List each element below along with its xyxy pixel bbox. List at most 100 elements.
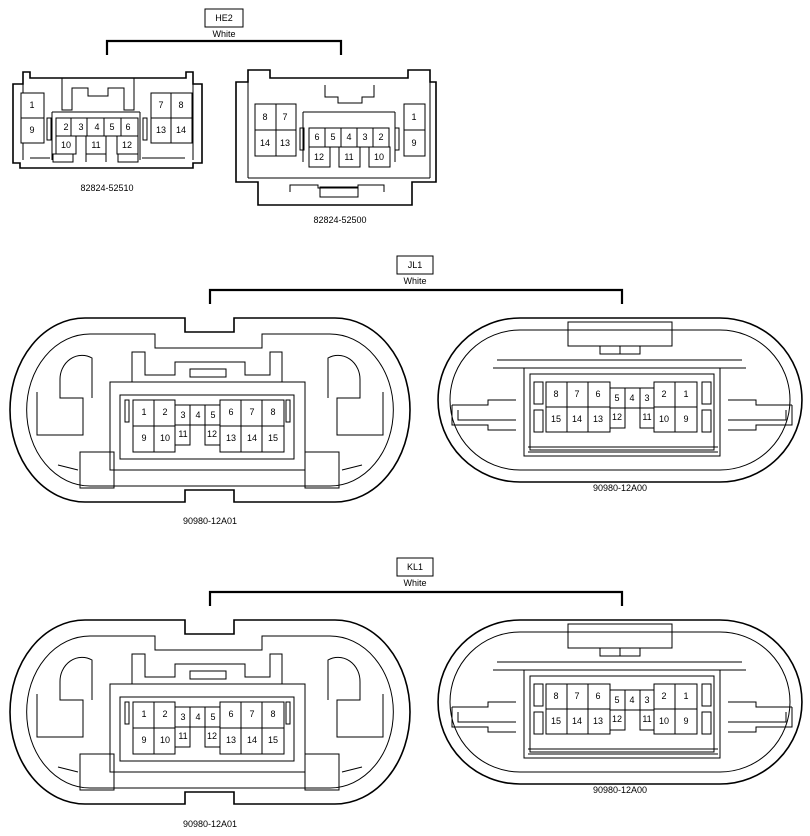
kl1-left-connector — [9, 619, 411, 805]
pin-label: 3 — [78, 122, 83, 132]
pin-label: 11 — [91, 140, 100, 150]
pin-label: 9 — [141, 735, 146, 745]
kl1-right-part-number: 90980-12A00 — [593, 785, 647, 795]
pin-label: 3 — [644, 695, 649, 705]
pin-label: 5 — [614, 695, 619, 705]
pin-label: 2 — [661, 691, 666, 701]
he2-left-part-number: 82824-52510 — [80, 183, 133, 193]
jl1-tag: JL1 — [408, 260, 423, 270]
pin-label: 5 — [210, 410, 215, 420]
pin-label: 10 — [659, 414, 669, 424]
he2-tag-box — [204, 8, 244, 28]
pin-label: 4 — [195, 712, 200, 722]
pin-label: 2 — [661, 389, 666, 399]
he2-right-connector — [235, 69, 437, 206]
pin-label: 13 — [593, 414, 603, 424]
he2-tag: HE2 — [215, 13, 233, 23]
pin-label: 11 — [178, 429, 187, 439]
pin-label: 8 — [270, 709, 275, 719]
pin-label: 14 — [572, 414, 582, 424]
pin-label: 8 — [262, 112, 267, 122]
pin-label: 7 — [249, 709, 254, 719]
kl1-right-connector — [437, 619, 803, 785]
kl1-color: White — [403, 578, 426, 588]
pin-label: 2 — [63, 122, 68, 132]
pin-label: 6 — [314, 132, 319, 142]
jl1-tag-box — [396, 255, 434, 275]
pin-label: 5 — [330, 132, 335, 142]
pin-label: 15 — [551, 414, 561, 424]
pin-label: 6 — [595, 691, 600, 701]
pin-label: 12 — [207, 429, 217, 439]
pin-label: 1 — [683, 389, 688, 399]
pin-label: 11 — [642, 714, 651, 724]
he2-left-connector — [12, 71, 203, 169]
pin-label: 10 — [374, 152, 384, 162]
pin-label: 11 — [178, 731, 187, 741]
pin-label: 9 — [411, 138, 416, 148]
pin-label: 5 — [614, 393, 619, 403]
pin-label: 2 — [378, 132, 383, 142]
pin-label: 9 — [683, 414, 688, 424]
jl1-right-connector — [437, 317, 803, 483]
pin-label: 10 — [160, 433, 170, 443]
pin-label: 3 — [180, 410, 185, 420]
pin-label: 4 — [94, 122, 99, 132]
pin-label: 9 — [683, 716, 688, 726]
pin-label: 11 — [344, 152, 353, 162]
pin-label: 6 — [595, 389, 600, 399]
jl1-bracket — [208, 288, 624, 304]
pin-label: 13 — [226, 735, 236, 745]
he2-color: White — [212, 29, 235, 39]
pin-label: 13 — [156, 125, 166, 135]
pin-label: 6 — [228, 407, 233, 417]
pin-label: 6 — [228, 709, 233, 719]
pin-label: 8 — [553, 389, 558, 399]
pin-label: 12 — [122, 140, 132, 150]
kl1-tag: KL1 — [407, 562, 423, 572]
pin-label: 7 — [158, 100, 163, 110]
pin-label: 3 — [180, 712, 185, 722]
pin-label: 1 — [683, 691, 688, 701]
kl1-bracket — [208, 590, 624, 606]
pin-label: 11 — [642, 412, 651, 422]
he2-right-part-number: 82824-52500 — [313, 215, 366, 225]
pin-label: 14 — [572, 716, 582, 726]
pin-label: 13 — [593, 716, 603, 726]
pin-label: 7 — [574, 389, 579, 399]
pin-label: 12 — [612, 714, 622, 724]
pin-label: 9 — [29, 125, 34, 135]
pin-label: 10 — [160, 735, 170, 745]
pin-label: 1 — [29, 100, 34, 110]
pin-label: 15 — [268, 433, 278, 443]
jl1-left-connector — [9, 317, 411, 503]
pin-label: 2 — [162, 407, 167, 417]
kl1-left-part-number: 90980-12A01 — [183, 819, 237, 829]
pin-label: 10 — [659, 716, 669, 726]
pin-label: 1 — [141, 709, 146, 719]
pin-label: 3 — [362, 132, 367, 142]
pin-label: 14 — [247, 735, 257, 745]
pin-label: 4 — [629, 695, 634, 705]
pin-label: 10 — [61, 140, 71, 150]
pin-label: 12 — [612, 412, 622, 422]
jl1-left-part-number: 90980-12A01 — [183, 516, 237, 526]
pin-label: 8 — [270, 407, 275, 417]
pin-label: 14 — [260, 138, 270, 148]
pin-label: 15 — [268, 735, 278, 745]
pin-label: 2 — [162, 709, 167, 719]
pin-label: 13 — [226, 433, 236, 443]
pin-label: 4 — [629, 393, 634, 403]
pin-label: 4 — [195, 410, 200, 420]
pin-label: 6 — [125, 122, 130, 132]
pin-label: 3 — [644, 393, 649, 403]
